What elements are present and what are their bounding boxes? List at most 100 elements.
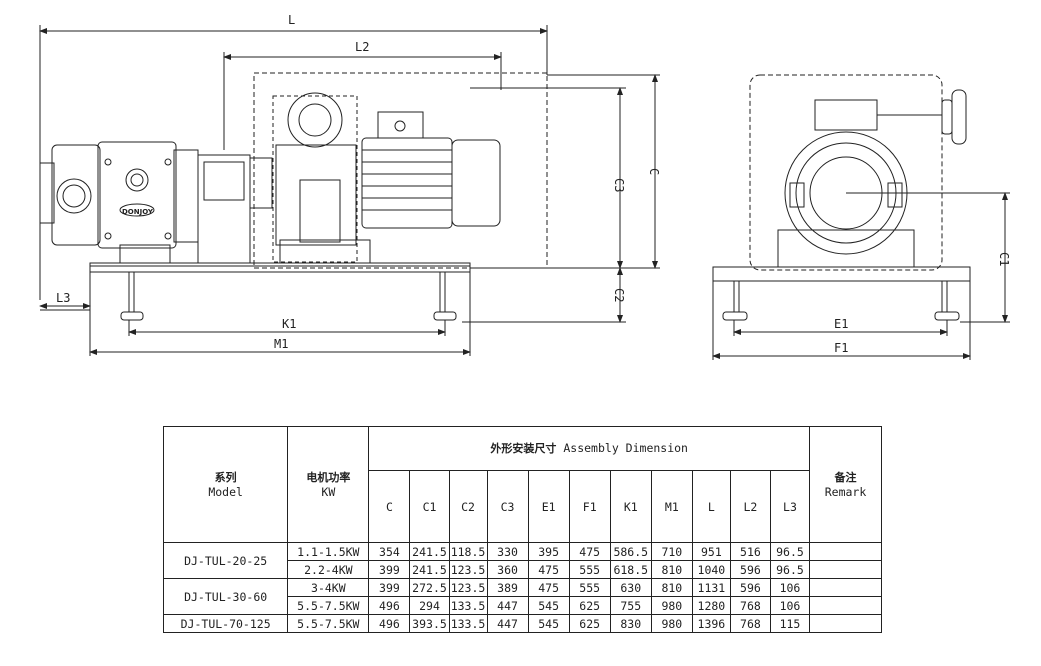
- dimension-cell: 115: [769, 614, 811, 633]
- group-header-cn: 外形安装尺寸: [490, 442, 557, 455]
- column-header: E1: [527, 470, 570, 543]
- dimension-cell: 1280: [691, 596, 731, 615]
- dim-label-l2: L2: [355, 40, 369, 54]
- column-header: F1: [568, 470, 611, 543]
- dimension-cell: 106: [769, 596, 811, 615]
- dimension-cell: 710: [650, 542, 693, 561]
- dimension-cell: 496: [368, 614, 411, 633]
- dimension-cell: 980: [650, 596, 693, 615]
- remark-header-en: Remark: [824, 484, 867, 499]
- power-cell: 3-4KW: [287, 578, 370, 597]
- dimension-cell: 354: [368, 542, 411, 561]
- column-header: C2: [448, 470, 488, 543]
- dimension-cell: 133.5: [448, 614, 488, 633]
- dimension-cell: 596: [729, 560, 771, 579]
- model-cell: DJ-TUL-30-60: [162, 578, 289, 615]
- dim-label-c3: C3: [612, 178, 626, 192]
- dimension-cell: 951: [691, 542, 731, 561]
- dimension-cell: 399: [368, 560, 411, 579]
- dimension-cell: 123.5: [448, 578, 488, 597]
- group-header-en: Assembly Dimension: [563, 441, 688, 455]
- dimension-cell: 241.5: [409, 542, 450, 561]
- dimension-cell: 555: [568, 560, 611, 579]
- column-header: C3: [486, 470, 529, 543]
- dimension-cell: 96.5: [769, 542, 811, 561]
- dimension-cell: 360: [486, 560, 529, 579]
- power-cell: 5.5-7.5KW: [287, 614, 370, 633]
- dimension-cell: 294: [409, 596, 450, 615]
- dimension-cell: 123.5: [448, 560, 488, 579]
- model-header-cn: 系列: [214, 470, 237, 484]
- dim-label-e1: E1: [834, 317, 848, 331]
- dimension-cell: 241.5: [409, 560, 450, 579]
- model-cell: DJ-TUL-20-25: [162, 542, 289, 579]
- assembly-dimension-table: 系列 Model 电机功率 KW 外形安装尺寸 Assembly Dimensi…: [162, 426, 882, 633]
- remark-header-cn: 备注: [834, 470, 857, 484]
- dimension-cell: 96.5: [769, 560, 811, 579]
- dimension-cell: 1396: [691, 614, 731, 633]
- column-header: L2: [729, 470, 771, 543]
- dim-label-c: C: [647, 168, 661, 175]
- dimension-cell: 399: [368, 578, 411, 597]
- dim-label-f1: F1: [834, 341, 848, 355]
- dimension-cell: 630: [609, 578, 652, 597]
- power-header-cn: 电机功率: [306, 470, 351, 484]
- dimension-cell: 133.5: [448, 596, 488, 615]
- dimension-cell: 625: [568, 596, 611, 615]
- dimension-cell: 475: [568, 542, 611, 561]
- dimension-cell: 586.5: [609, 542, 652, 561]
- dimension-cell: 810: [650, 578, 693, 597]
- dimension-cell: 625: [568, 614, 611, 633]
- brand-label: DONJOY: [122, 208, 154, 216]
- power-cell: 5.5-7.5KW: [287, 596, 370, 615]
- power-header-en: KW: [321, 484, 336, 499]
- dimension-cell: 475: [527, 560, 570, 579]
- dimension-cell: 475: [527, 578, 570, 597]
- dimension-cell: 389: [486, 578, 529, 597]
- column-header: L: [691, 470, 731, 543]
- dim-label-l3: L3: [56, 291, 70, 305]
- column-header: C1: [409, 470, 450, 543]
- dimension-cell: 768: [729, 614, 771, 633]
- dimension-cell: 596: [729, 578, 771, 597]
- model-header-en: Model: [208, 484, 243, 499]
- remark-cell: [809, 542, 882, 561]
- remark-header: 备注 Remark: [809, 426, 882, 543]
- dim-label-c2: C2: [612, 288, 626, 302]
- dimension-cell: 545: [527, 596, 570, 615]
- dimension-cell: 330: [486, 542, 529, 561]
- dimension-cell: 1131: [691, 578, 731, 597]
- model-header: 系列 Model: [162, 426, 289, 543]
- dimension-cell: 755: [609, 596, 652, 615]
- dim-label-m1: M1: [274, 337, 288, 351]
- power-header: 电机功率 KW: [287, 426, 370, 543]
- column-header: C: [368, 470, 411, 543]
- dimension-cell: 516: [729, 542, 771, 561]
- remark-cell: [809, 614, 882, 633]
- dimension-cell: 555: [568, 578, 611, 597]
- column-header: K1: [609, 470, 652, 543]
- assembly-dimension-header: 外形安装尺寸 Assembly Dimension: [368, 426, 811, 471]
- remark-cell: [809, 560, 882, 579]
- dimension-cell: 1040: [691, 560, 731, 579]
- dimension-cell: 272.5: [409, 578, 450, 597]
- dimension-cell: 496: [368, 596, 411, 615]
- remark-cell: [809, 578, 882, 597]
- assembly-drawing: L L2 L3 K1 M1 C3 C C2 DONJOY E1: [39, 13, 1011, 360]
- dim-label-l: L: [288, 13, 295, 27]
- dimension-cell: 830: [609, 614, 652, 633]
- dimension-cell: 768: [729, 596, 771, 615]
- power-cell: 1.1-1.5KW: [287, 542, 370, 561]
- dimension-cell: 980: [650, 614, 693, 633]
- dim-label-k1: K1: [282, 317, 296, 331]
- front-view: [712, 74, 1010, 360]
- dimension-cell: 810: [650, 560, 693, 579]
- dimension-cell: 545: [527, 614, 570, 633]
- dimension-cell: 393.5: [409, 614, 450, 633]
- dimension-cell: 618.5: [609, 560, 652, 579]
